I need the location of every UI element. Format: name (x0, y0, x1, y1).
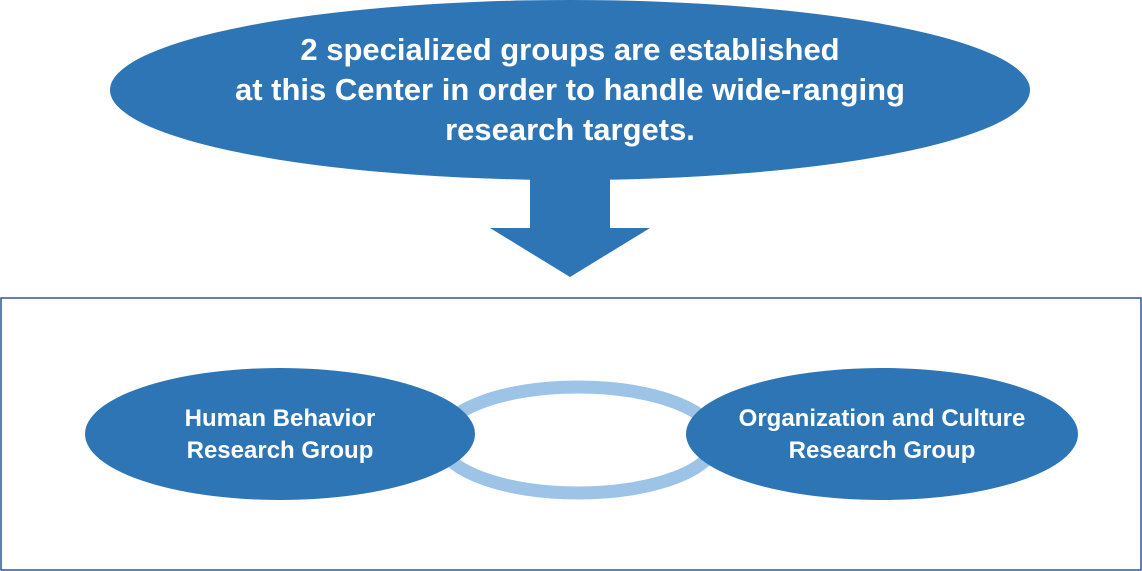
human-behavior-group-ellipse (85, 368, 475, 500)
organization-culture-group-ellipse (686, 368, 1078, 500)
heading-ellipse (110, 0, 1030, 180)
down-arrow (490, 178, 650, 277)
